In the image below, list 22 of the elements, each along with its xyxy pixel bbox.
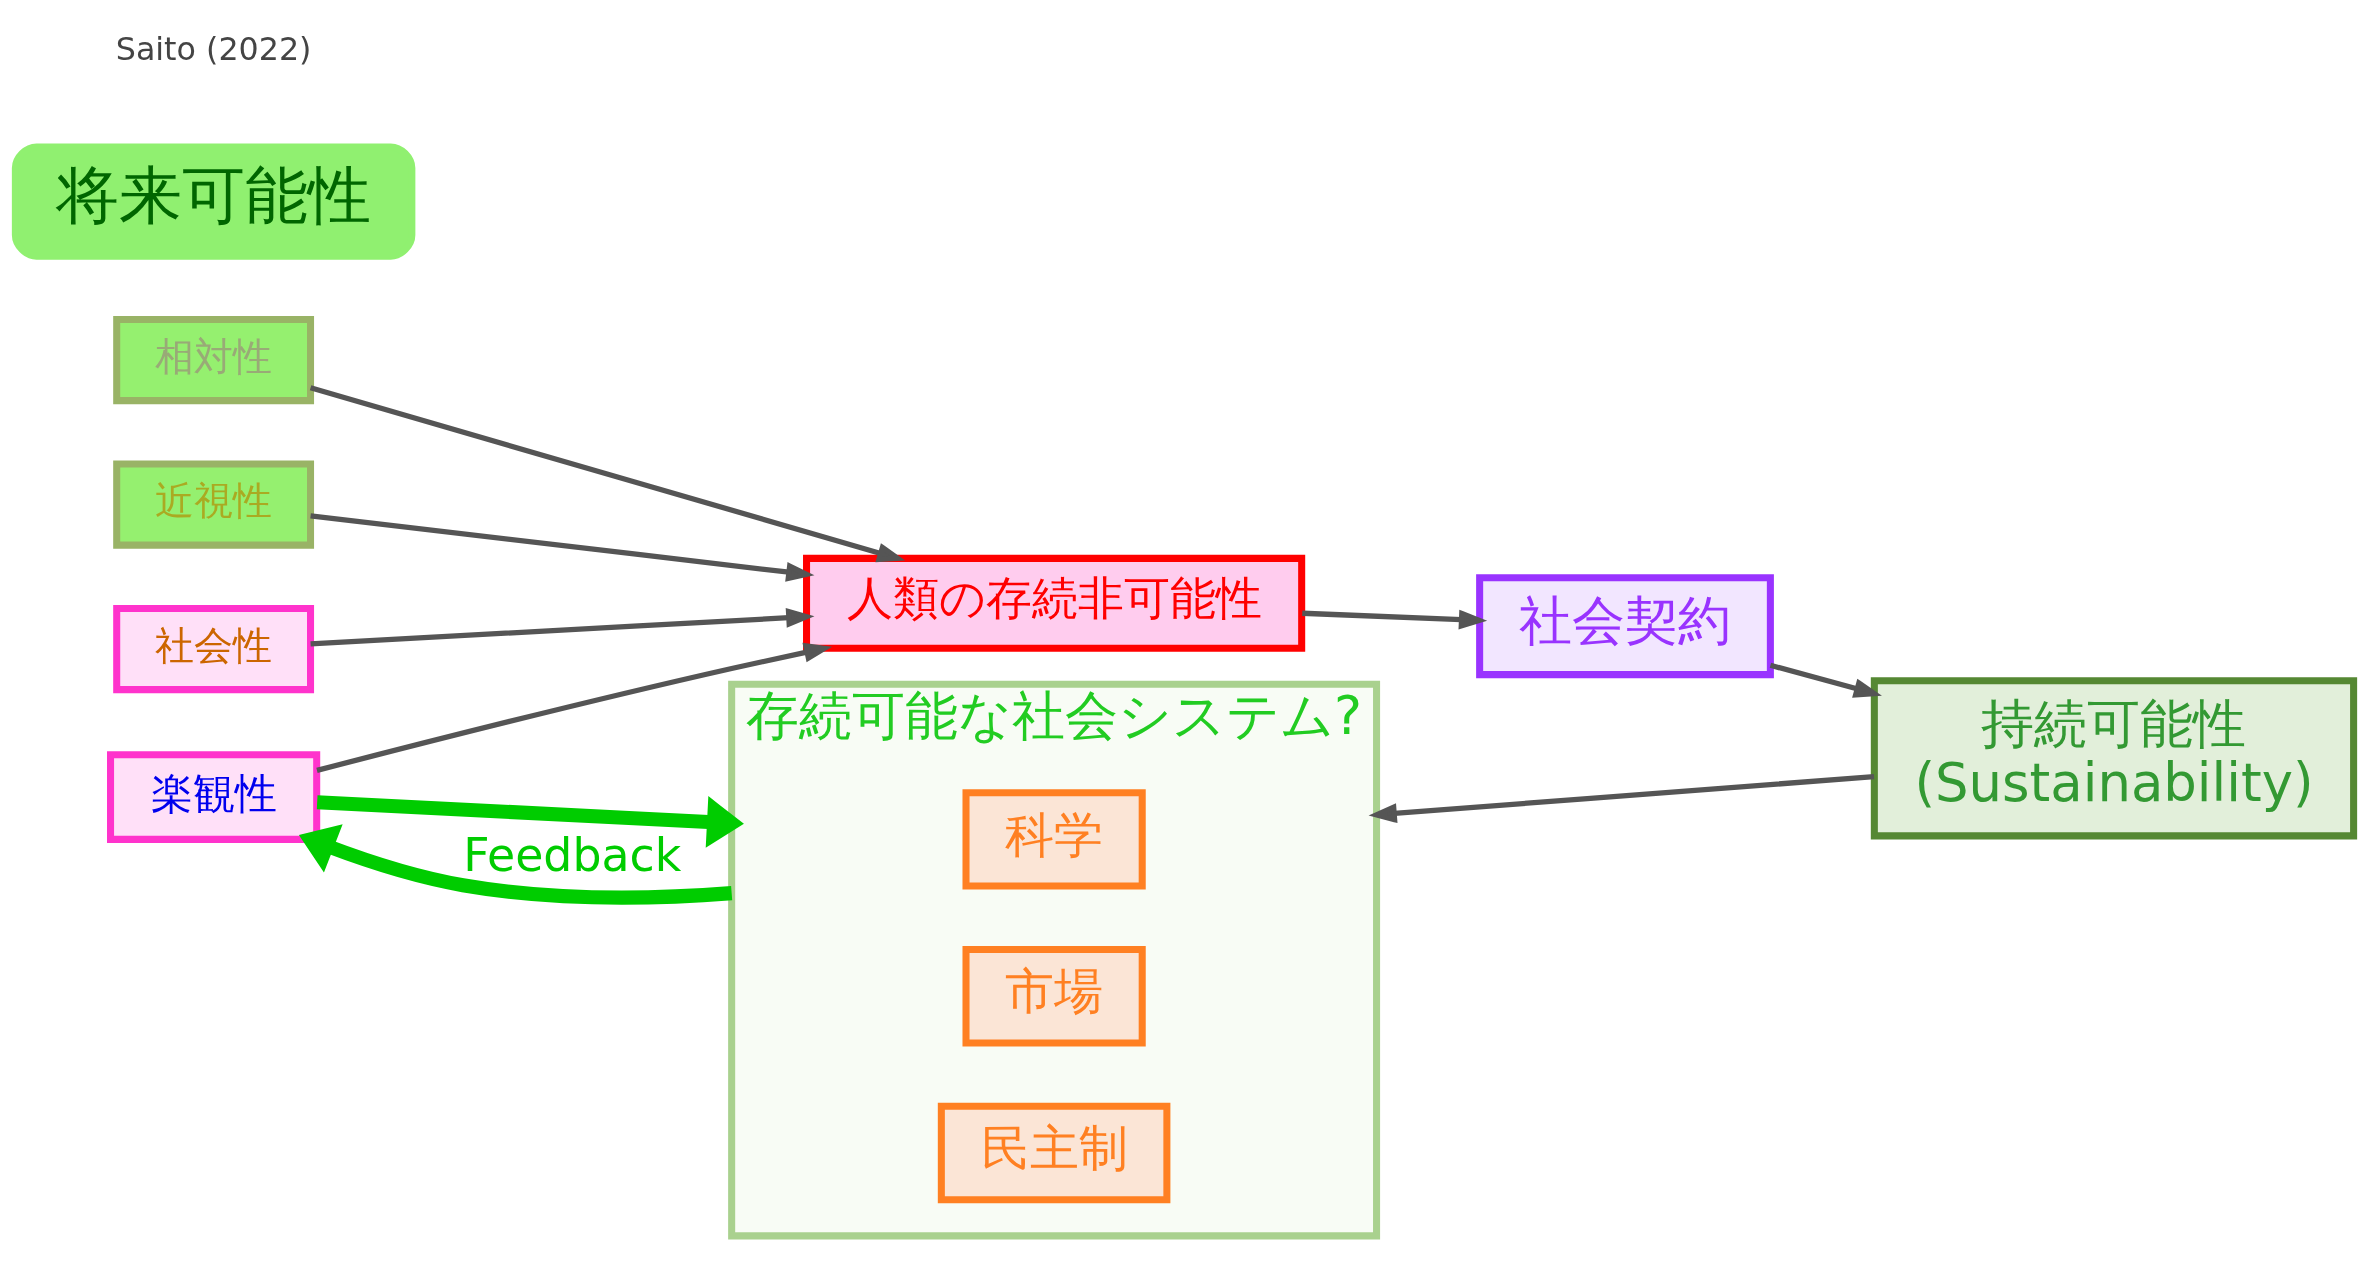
node-box: 楽観性	[107, 751, 321, 843]
edge-label: Feedback	[463, 827, 682, 882]
arrow	[298, 824, 733, 905]
node-box: 近視性	[113, 460, 315, 549]
node-box: 相対性	[113, 316, 315, 405]
arrow	[1302, 609, 1488, 630]
node-box: 科学	[962, 789, 1146, 890]
arrow	[309, 385, 906, 563]
node-box: 持続可能性 (Sustainability)	[1870, 677, 2358, 840]
arrow	[310, 513, 815, 582]
arrow	[316, 642, 833, 773]
node-box: 将来可能性	[11, 143, 416, 260]
arrow	[1368, 774, 1875, 824]
node-box: 社会契約	[1476, 574, 1774, 679]
arrow	[310, 607, 815, 647]
arrow	[316, 795, 744, 848]
arrow	[1769, 662, 1882, 698]
node-box: 社会性	[113, 605, 315, 694]
node-box: 市場	[962, 946, 1146, 1047]
node-box: 民主制	[937, 1102, 1171, 1204]
label: Saito (2022)	[115, 30, 312, 67]
node-box: 人類の存続非可能性	[803, 554, 1306, 652]
